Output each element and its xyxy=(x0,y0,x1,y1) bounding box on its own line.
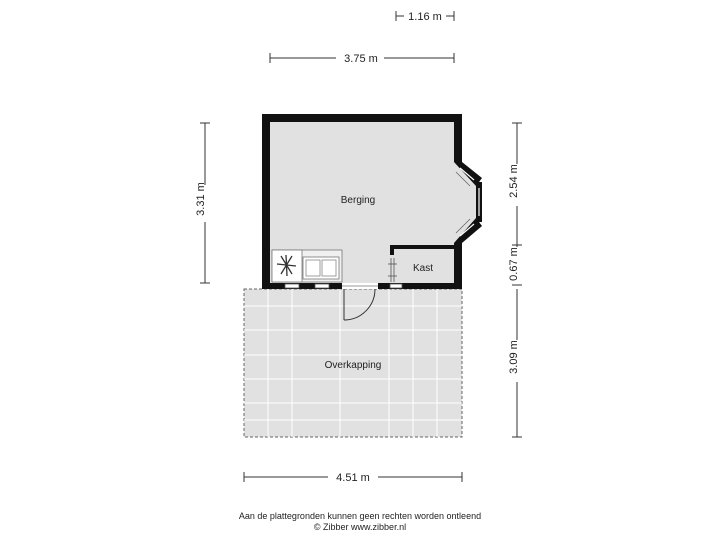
dim-right-upper-label: 2.54 m xyxy=(508,164,520,198)
dim-bottom-width xyxy=(243,472,463,482)
dim-right-middle-label: 0.67 m xyxy=(508,247,520,281)
dim-right-lower-label: 3.09 m xyxy=(508,340,520,374)
dim-left-height-label: 3.31 m xyxy=(195,182,207,216)
disclaimer-text: Aan de plattegronden kunnen geen rechten… xyxy=(238,511,482,521)
dim-left-height xyxy=(200,122,210,284)
window-openings xyxy=(284,283,403,289)
dim-bottom-width-label: 4.51 m xyxy=(336,472,370,484)
dim-right xyxy=(512,122,522,438)
room-label-berging: Berging xyxy=(341,195,375,206)
dim-top-small-label: 1.16 m xyxy=(408,11,442,23)
overkapping-area xyxy=(243,288,463,438)
room-label-overkapping: Overkapping xyxy=(325,360,382,371)
kast-doors xyxy=(388,258,397,282)
copyright-text: © Zibber www.zibber.nl xyxy=(313,522,407,532)
dim-top-small xyxy=(395,11,455,21)
dim-top-width xyxy=(269,53,455,63)
door xyxy=(342,285,378,321)
dim-top-width-label: 3.75 m xyxy=(344,53,378,65)
fan-icon xyxy=(276,254,297,277)
appliance-unit xyxy=(271,249,343,283)
room-label-kast: Kast xyxy=(413,263,433,274)
bay-window xyxy=(454,162,482,243)
sink-icon xyxy=(302,256,340,280)
